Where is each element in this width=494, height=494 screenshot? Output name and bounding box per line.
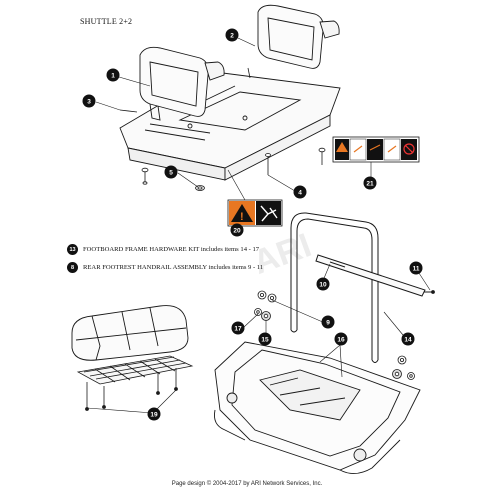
callout-15: 15: [258, 332, 272, 346]
rear-footrest-handrail: [290, 212, 435, 363]
callout-4: 4: [293, 185, 307, 199]
callout-1: 1: [106, 68, 120, 82]
callout-19: 19: [147, 407, 161, 421]
frame-hardware: [254, 290, 415, 387]
callout-14: 14: [401, 332, 415, 346]
copyright-footer: Page design © 2004-2017 by ARI Network S…: [171, 481, 323, 487]
callout-11: 11: [409, 261, 423, 275]
callout-10: 10: [316, 277, 330, 291]
diagram-title: SHUTTLE 2+2: [80, 17, 133, 26]
callout-number: 20: [233, 228, 241, 235]
callout-number: 21: [366, 181, 374, 188]
seat-base-grid: [76, 355, 194, 411]
callout-number: 5: [169, 170, 173, 177]
note-footboard-kit: 13 FOOTBOARD FRAME HARDWARE KIT includes…: [67, 244, 259, 255]
warning-decal: !: [227, 199, 283, 227]
callout-17: 17: [231, 321, 245, 335]
callout-number: 1: [111, 73, 115, 80]
callout-21: 21: [363, 176, 377, 190]
callout-number: 4: [298, 190, 302, 197]
callout-number: 17: [234, 326, 242, 333]
callout-9: 9: [321, 315, 335, 329]
callout-number: 16: [337, 337, 345, 344]
left-seat-back: [139, 46, 225, 121]
note-text: REAR FOOTREST HANDRAIL ASSEMBLY includes…: [83, 264, 264, 271]
callout-number: 19: [150, 412, 158, 419]
callout-badges: 1 2 3 4 5 9 10 11 14 15 16 17 19 20 21: [82, 28, 423, 421]
platform-bolts: [119, 67, 326, 191]
callout-5: 5: [164, 165, 178, 179]
callout-3: 3: [82, 94, 96, 108]
callout-number: 14: [404, 337, 412, 344]
callout-number: 9: [326, 320, 330, 327]
note-number-badge: 8: [67, 262, 78, 273]
callout-20: 20: [230, 223, 244, 237]
callout-number: 3: [87, 99, 91, 106]
note-text: FOOTBOARD FRAME HARDWARE KIT includes it…: [83, 246, 260, 253]
note-handrail-assembly: 8 REAR FOOTREST HANDRAIL ASSEMBLY includ…: [67, 262, 263, 273]
callout-number: 2: [230, 33, 234, 40]
callout-number: 15: [261, 337, 269, 344]
seat-cushion: [71, 305, 189, 361]
svg-text:!: !: [240, 211, 244, 223]
note-number-badge: 13: [67, 244, 78, 255]
decal-strip: [332, 136, 420, 163]
callout-number: 11: [413, 266, 420, 273]
callout-16: 16: [334, 332, 348, 346]
callout-2: 2: [225, 28, 239, 42]
lower-chassis: [214, 341, 421, 474]
callout-number: 10: [319, 282, 327, 289]
right-seat-back: [257, 4, 340, 69]
